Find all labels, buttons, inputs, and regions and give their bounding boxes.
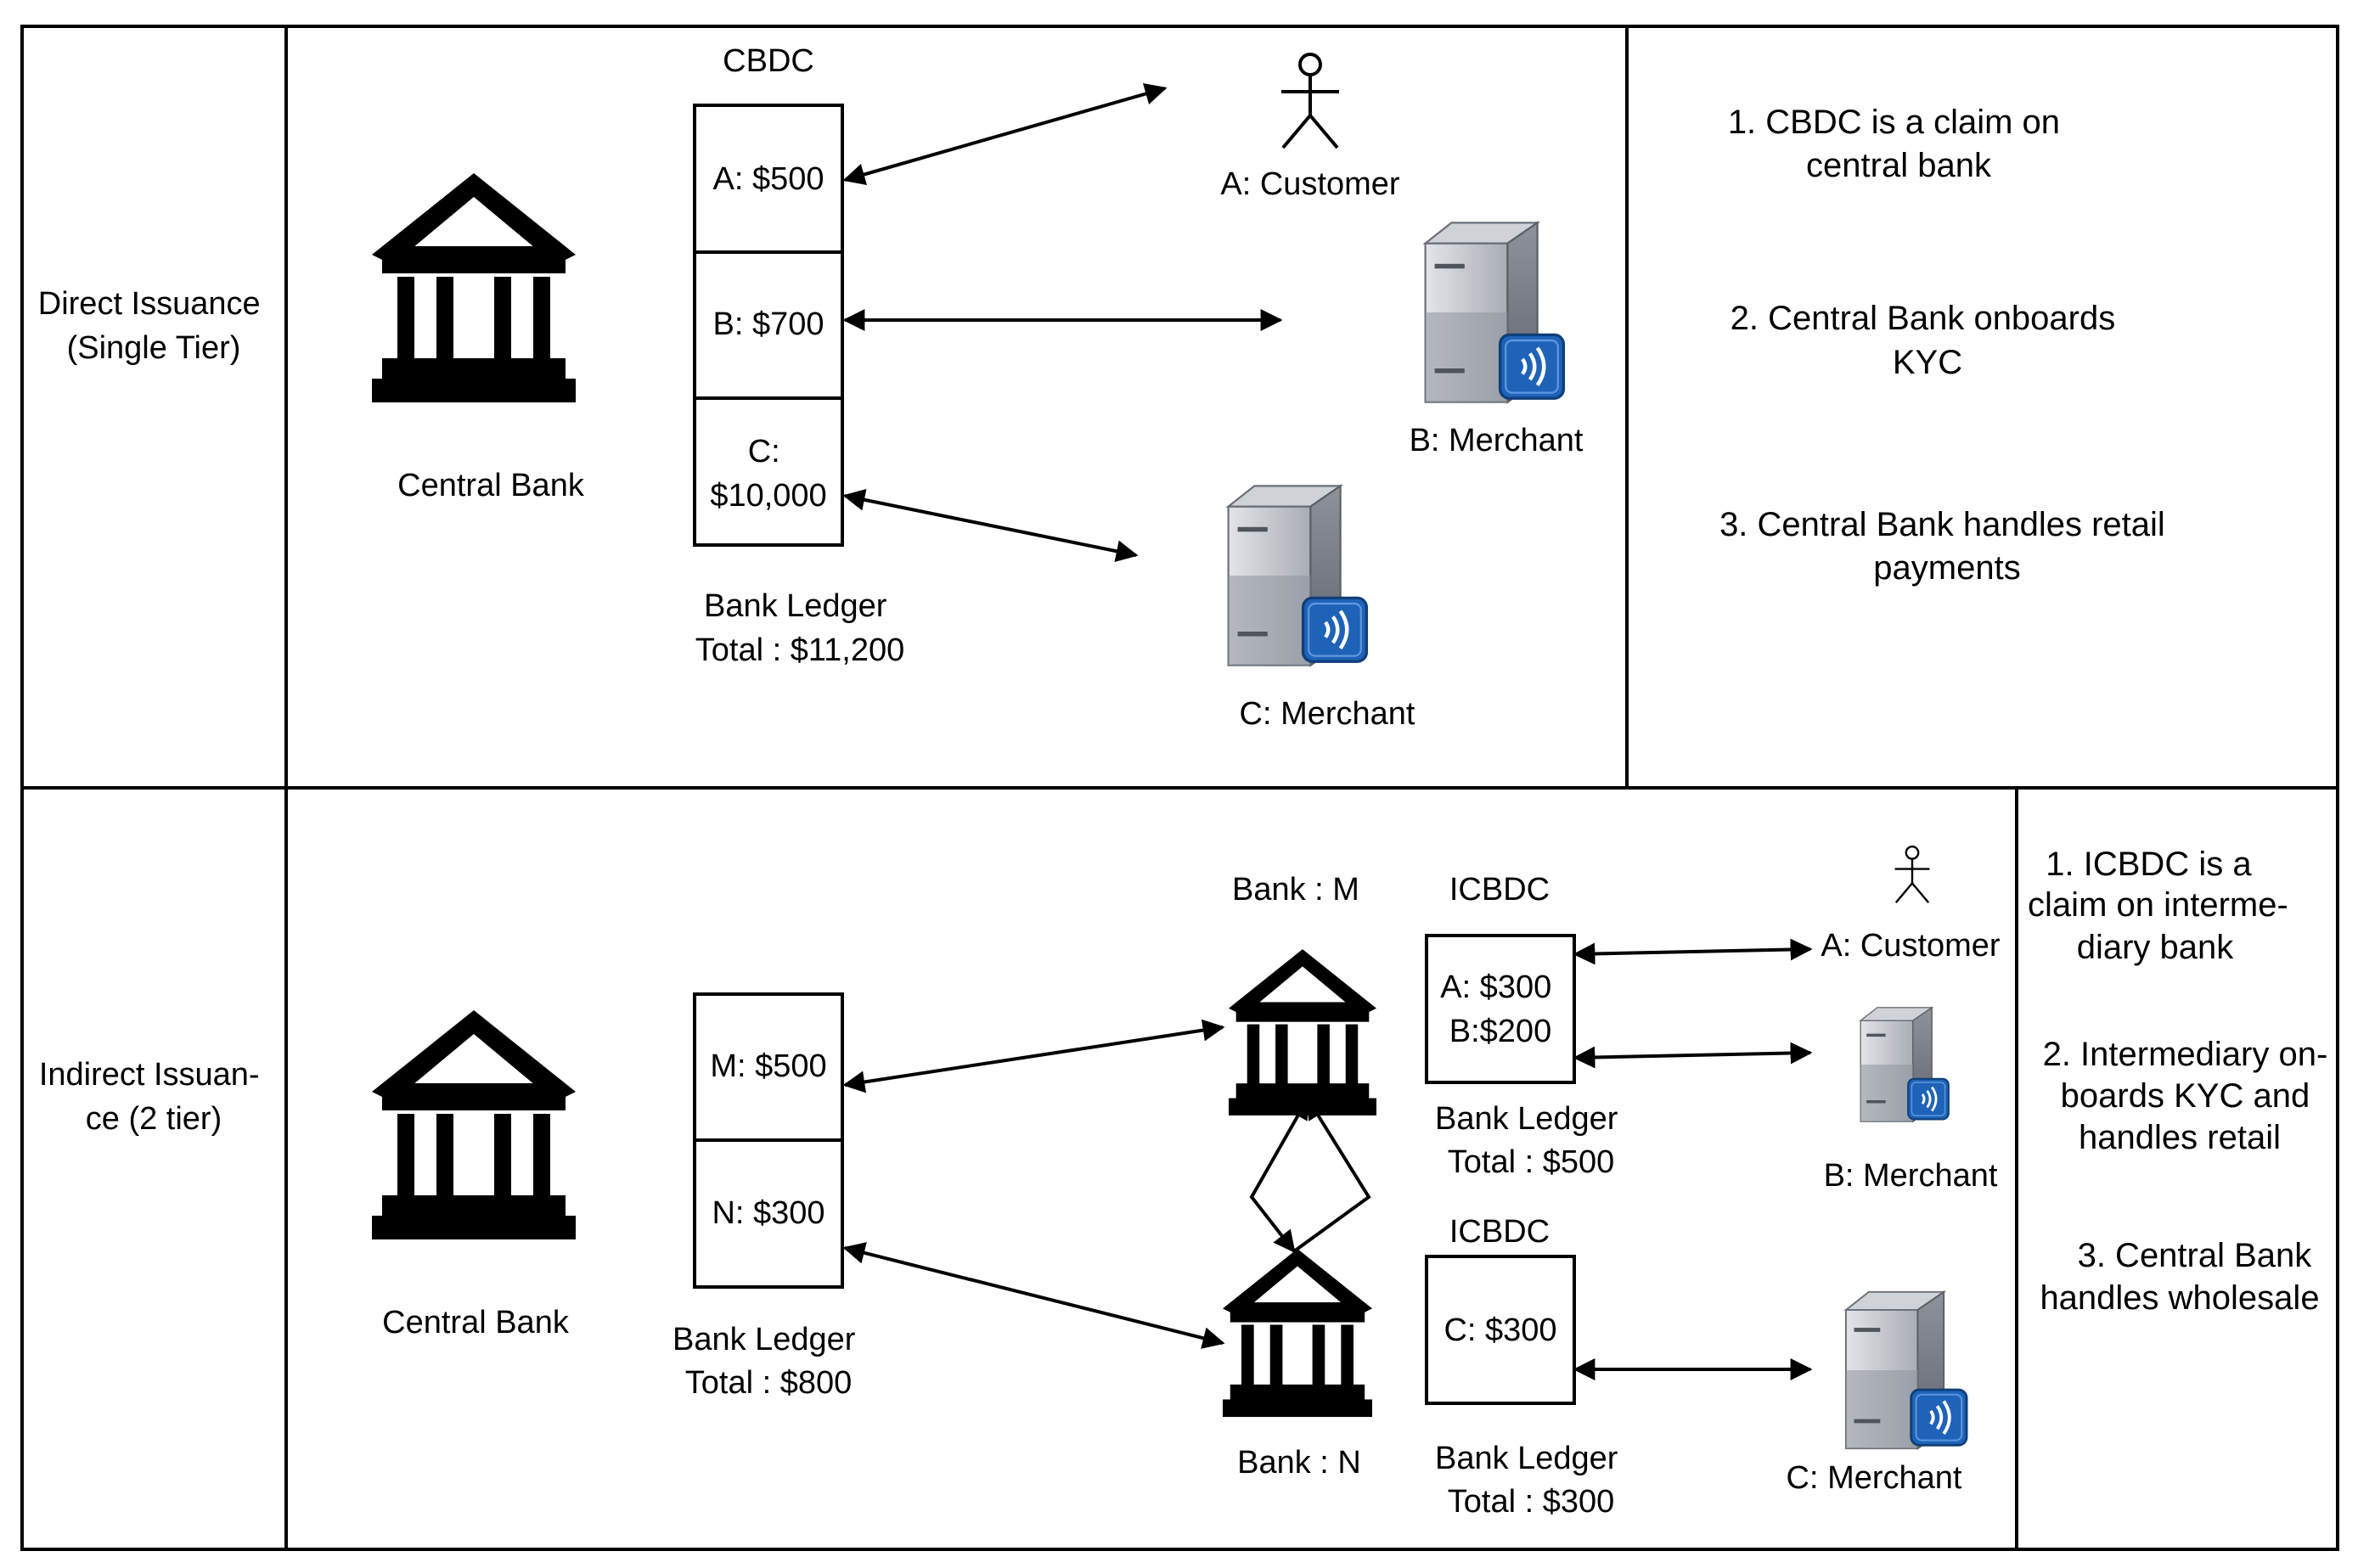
icbdc-n-value: C: $300	[1444, 1312, 1556, 1348]
arrow-c-merchant	[842, 488, 1139, 563]
indirect-note-3: 3. Central Bank handles wholesale	[2040, 1237, 2321, 1317]
icbdc-n-title: ICBDC	[1449, 1214, 1550, 1250]
merchant-b-label: B: Merchant	[1824, 1158, 1998, 1194]
direct-arrows	[842, 82, 1283, 563]
merchant-c-label: C: Merchant	[1787, 1460, 1962, 1496]
indirect-note-1: 1. ICBDC is a claim on interme- diary ba…	[2028, 846, 2298, 966]
arrow-icbdc-customer	[1573, 938, 1813, 965]
customer-label: A: Customer	[1821, 928, 2001, 964]
ledger-cell-a: A: $500	[713, 161, 824, 197]
central-bank-icon	[372, 173, 576, 402]
merchant-b-server-icon	[1426, 222, 1564, 402]
indirect-ledger-caption: Bank Ledger Total : $800	[673, 1322, 864, 1401]
merchant-b-server-icon	[1859, 1006, 1950, 1123]
icbdc-n-caption: Bank Ledger Total : $300	[1435, 1441, 1627, 1520]
bank-ledger-caption: Bank Ledger Total : $11,200	[695, 588, 904, 668]
customer-person-icon	[1280, 53, 1341, 149]
icbdc-m-box	[1425, 934, 1576, 1084]
row-label-indirect: Indirect Issuan- ce (2 tier)	[39, 1057, 268, 1137]
arrow-bank-n-to-m	[1292, 1096, 1371, 1253]
bank-n-label: Bank : N	[1237, 1445, 1361, 1481]
icbdc-m-values: A: $300 B:$200	[1440, 969, 1561, 1049]
bank-m-label: Bank : M	[1232, 872, 1359, 908]
arrow-a-customer	[842, 82, 1168, 186]
direct-note-2: 2. Central Bank onboards KYC	[1731, 300, 2125, 381]
table-grid	[20, 25, 2339, 1551]
arrow-n-bank	[842, 1242, 1225, 1349]
customer-person-icon	[1894, 846, 1931, 904]
icbdc-m-title: ICBDC	[1449, 872, 1550, 908]
bank-n-icon	[1223, 1249, 1372, 1417]
row-label-direct: Direct Issuance (Single Tier)	[38, 286, 269, 366]
ledger-cell-c: C: $10,000	[710, 434, 826, 514]
cbdc-ledger-box	[693, 104, 844, 547]
indirect-note-2: 2. Intermediary on- boards KYC and handl…	[2043, 1036, 2338, 1156]
icbdc-m-caption: Bank Ledger Total : $500	[1435, 1101, 1627, 1180]
merchant-c-server-icon	[1229, 486, 1367, 665]
indirect-arrows	[842, 938, 1813, 1380]
ledger-cell-b: B: $700	[713, 306, 824, 342]
central-bank-label: Central Bank	[397, 468, 585, 503]
merchant-c-server-icon	[1844, 1290, 1968, 1451]
arrow-m-bank	[842, 1019, 1225, 1093]
ledger-cell-m: M: $500	[710, 1048, 826, 1084]
ledger-cell-n: N: $300	[712, 1195, 824, 1231]
central-bank-label: Central Bank	[382, 1305, 570, 1340]
cbdc-title: CBDC	[723, 43, 814, 79]
central-bank-icon	[372, 1010, 576, 1239]
customer-label: A: Customer	[1220, 166, 1400, 202]
merchant-b-label: B: Merchant	[1410, 423, 1584, 458]
arrow-bank-m-to-n	[1249, 1096, 1309, 1254]
arrow-icbdc-merchant-b	[1573, 1042, 1813, 1069]
merchant-c-label: C: Merchant	[1240, 696, 1415, 732]
indirect-ledger-box	[693, 992, 844, 1289]
direct-note-1: 1. CBDC is a claim on central bank	[1728, 104, 2069, 184]
icbdc-n-box	[1425, 1255, 1576, 1405]
bank-m-icon	[1229, 949, 1376, 1116]
direct-note-3: 3. Central Bank handles retail payments	[1719, 506, 2175, 587]
